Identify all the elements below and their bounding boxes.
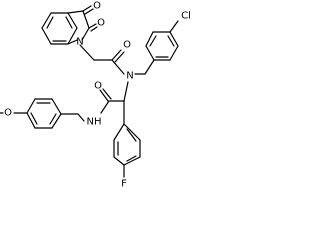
isatin-five-ring bbox=[67, 5, 98, 45]
atom-label-nh: NH bbox=[87, 117, 102, 128]
atom-label-o-ketone: O bbox=[93, 1, 101, 12]
alpha-carbon-bonds bbox=[113, 81, 129, 125]
structure-drawing: N O O O N Cl O NH O F bbox=[0, 1, 191, 190]
acetyl-linker bbox=[79, 44, 125, 75]
isatin-benzene-ring bbox=[41, 12, 78, 45]
atom-label-o-methoxy: O bbox=[4, 108, 12, 119]
methoxyphenyl-group bbox=[0, 98, 79, 129]
fluorophenyl-group bbox=[113, 123, 141, 178]
atom-label-cl: Cl bbox=[181, 11, 191, 22]
anilide-amide bbox=[77, 88, 115, 122]
atom-label-n-isatin: N bbox=[76, 37, 83, 48]
atom-label-n-amide: N bbox=[126, 71, 133, 82]
atom-label-o-lactam: O bbox=[97, 18, 105, 29]
chlorobenzyl-group bbox=[134, 20, 179, 75]
atom-labels: N O O O N Cl O NH O F bbox=[4, 1, 191, 190]
molecule-structure: N O O O N Cl O NH O F bbox=[0, 0, 191, 190]
atom-label-o-acyl: O bbox=[123, 40, 131, 51]
atom-label-f: F bbox=[121, 179, 127, 190]
atom-label-o-anilide: O bbox=[94, 81, 102, 92]
